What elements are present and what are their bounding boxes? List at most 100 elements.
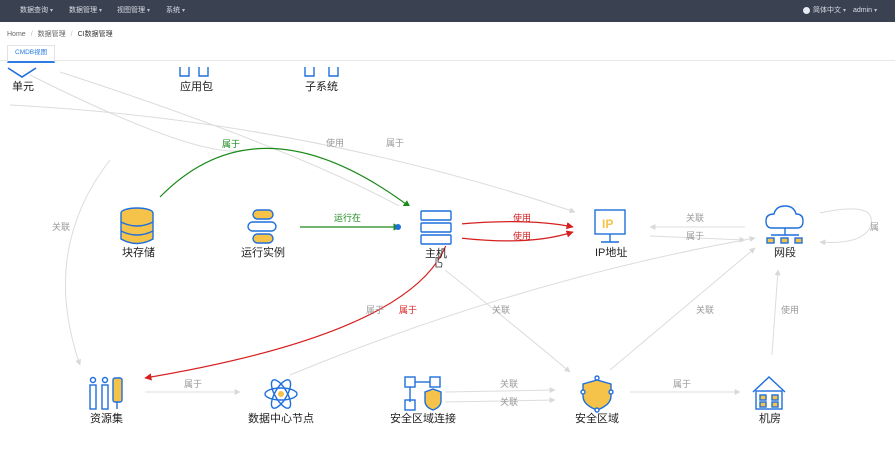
breadcrumb-data-management[interactable]: 数据管理 bbox=[37, 31, 66, 38]
edge-unit-ip[interactable] bbox=[9, 104, 576, 214]
edge-label-relates: 关联 bbox=[500, 396, 518, 407]
subsystem-icon bbox=[304, 67, 339, 77]
node-host[interactable]: 主机 bbox=[395, 206, 462, 260]
edge-label-belongs: 属于 bbox=[686, 231, 704, 241]
ip-icon: IP bbox=[594, 209, 626, 243]
node-label: 单元 bbox=[12, 80, 34, 93]
menu-system[interactable]: 系统▾ bbox=[166, 0, 185, 22]
edge-label-relates: 关联 bbox=[492, 304, 510, 315]
resource-set-icon bbox=[89, 376, 123, 410]
edge-label-belongs: 属于 bbox=[673, 379, 691, 389]
top-nav-bar: 数据查询▾ 数据管理▾ 视图管理▾ 系统▾ 简体中文▾ admin▾ bbox=[0, 0, 895, 22]
edge-label-relates: 关联 bbox=[686, 212, 704, 223]
host-anchor-dot bbox=[395, 224, 401, 230]
node-label: 主机 bbox=[425, 246, 447, 260]
node-unit[interactable]: 单元 bbox=[7, 67, 37, 93]
app-package-icon bbox=[179, 67, 209, 77]
node-label: 子系统 bbox=[305, 80, 338, 93]
globe-icon bbox=[803, 7, 810, 14]
chevron-down-icon: ▾ bbox=[182, 8, 186, 14]
node-label: IP地址 bbox=[595, 245, 627, 259]
edge-segment-self[interactable] bbox=[819, 208, 872, 246]
edge-unit-host[interactable] bbox=[59, 71, 411, 213]
edge-unit-loop[interactable] bbox=[29, 74, 246, 152]
node-label: 数据中心节点 bbox=[248, 411, 314, 425]
node-security-zone-link[interactable]: 安全区域连接 bbox=[390, 376, 456, 425]
edge-label-uses: 使用 bbox=[326, 137, 344, 148]
node-label: 块存储 bbox=[122, 245, 155, 259]
edge-storage-host-green[interactable] bbox=[159, 147, 411, 208]
edge-label-belongs-partial: 属 bbox=[870, 222, 879, 232]
tab-bar: CMDB视图 bbox=[0, 43, 895, 63]
edge-label-belongs-red: 属于 bbox=[399, 305, 417, 315]
menu-data-management[interactable]: 数据管理▾ bbox=[69, 0, 102, 22]
atom-icon bbox=[264, 379, 298, 409]
database-icon bbox=[120, 207, 154, 245]
language-label: 简体中文 bbox=[813, 7, 841, 14]
edge-zone-segment[interactable] bbox=[609, 247, 756, 371]
menu-label: 系统 bbox=[166, 7, 180, 14]
node-ip-address[interactable]: IP IP地址 bbox=[594, 209, 627, 259]
breadcrumb-current: CI数据管理 bbox=[77, 31, 113, 38]
building-icon bbox=[752, 376, 786, 410]
node-label: 运行实例 bbox=[241, 245, 285, 259]
edge-label-runs-on: 运行在 bbox=[334, 212, 361, 223]
edge-host-ip-red-2[interactable] bbox=[459, 230, 574, 242]
gray-edges bbox=[9, 71, 872, 404]
user-name: admin bbox=[853, 7, 873, 14]
server-icon bbox=[420, 210, 452, 245]
menu-view-management[interactable]: 视图管理▾ bbox=[117, 0, 150, 22]
chevron-down-icon: ▾ bbox=[147, 8, 151, 14]
edge-label-relates: 关联 bbox=[500, 378, 518, 389]
edge-label-belongs: 属于 bbox=[222, 139, 240, 149]
node-network-segment[interactable]: 网段 bbox=[765, 205, 804, 259]
node-subsystem[interactable]: 子系统 bbox=[304, 67, 339, 93]
edge-relates-resource-set[interactable] bbox=[64, 159, 111, 366]
node-security-zone[interactable]: 安全区域 bbox=[575, 375, 619, 425]
edge-link-zone-1[interactable] bbox=[444, 387, 556, 394]
host-highlight bbox=[398, 206, 462, 246]
node-label: 安全区域 bbox=[575, 411, 619, 425]
node-app-package[interactable]: 应用包 bbox=[179, 67, 213, 93]
runtime-instance-icon bbox=[247, 209, 277, 244]
zone-link-icon bbox=[404, 376, 442, 411]
edge-host-ip-red-1[interactable] bbox=[459, 221, 574, 230]
menu-data-query[interactable]: 数据查询▾ bbox=[20, 0, 53, 22]
node-dc-node[interactable]: 数据中心节点 bbox=[248, 377, 314, 425]
node-label: 资源集 bbox=[90, 411, 123, 425]
edge-label-uses-red: 使用 bbox=[513, 230, 531, 241]
edge-label-uses: 使用 bbox=[781, 304, 799, 315]
hand-cursor-icon bbox=[435, 257, 443, 268]
edge-room-segment[interactable] bbox=[771, 269, 781, 356]
chevron-down-icon: ▾ bbox=[99, 8, 103, 14]
node-label: 安全区域连接 bbox=[390, 411, 456, 425]
menu-label: 视图管理 bbox=[117, 7, 145, 14]
edge-host-zone[interactable] bbox=[444, 269, 571, 373]
chevron-down-icon: ▾ bbox=[50, 8, 54, 14]
edge-link-zone-2[interactable] bbox=[444, 397, 556, 404]
node-label: 网段 bbox=[774, 245, 796, 259]
edge-label-relates: 关联 bbox=[696, 304, 714, 315]
language-selector[interactable]: 简体中文▾ bbox=[813, 0, 846, 22]
edge-label-belongs: 属于 bbox=[366, 305, 384, 315]
node-machine-room[interactable]: 机房 bbox=[752, 376, 786, 425]
chevron-down-icon: ▾ bbox=[843, 8, 847, 14]
edge-dc-segment[interactable] bbox=[289, 235, 756, 376]
edge-label-uses-red: 使用 bbox=[513, 212, 531, 223]
node-label: 机房 bbox=[759, 411, 781, 425]
edge-host-resource-red[interactable] bbox=[144, 231, 451, 381]
cmdb-graph-canvas[interactable]: 属于 使用 属于 关联 运行在 使用 使用 关联 属于 属 属于 属于 关联 关… bbox=[0, 60, 895, 462]
user-menu[interactable]: admin▾ bbox=[853, 0, 877, 22]
node-resource-set[interactable]: 资源集 bbox=[89, 376, 123, 426]
edge-ip-segment-belongs[interactable] bbox=[649, 235, 746, 243]
cloud-network-icon bbox=[765, 205, 804, 244]
tab-cmdb-view[interactable]: CMDB视图 bbox=[7, 45, 56, 63]
breadcrumb-home[interactable]: Home bbox=[7, 31, 26, 38]
edge-label-belongs: 属于 bbox=[386, 138, 404, 148]
menu-label: 数据查询 bbox=[20, 7, 48, 14]
breadcrumb-separator: / bbox=[30, 31, 33, 38]
edge-label-belongs: 属于 bbox=[184, 379, 202, 389]
node-runtime-instance[interactable]: 运行实例 bbox=[241, 209, 285, 259]
chevron-down-icon: ▾ bbox=[874, 8, 878, 14]
node-block-storage[interactable]: 块存储 bbox=[120, 207, 155, 259]
